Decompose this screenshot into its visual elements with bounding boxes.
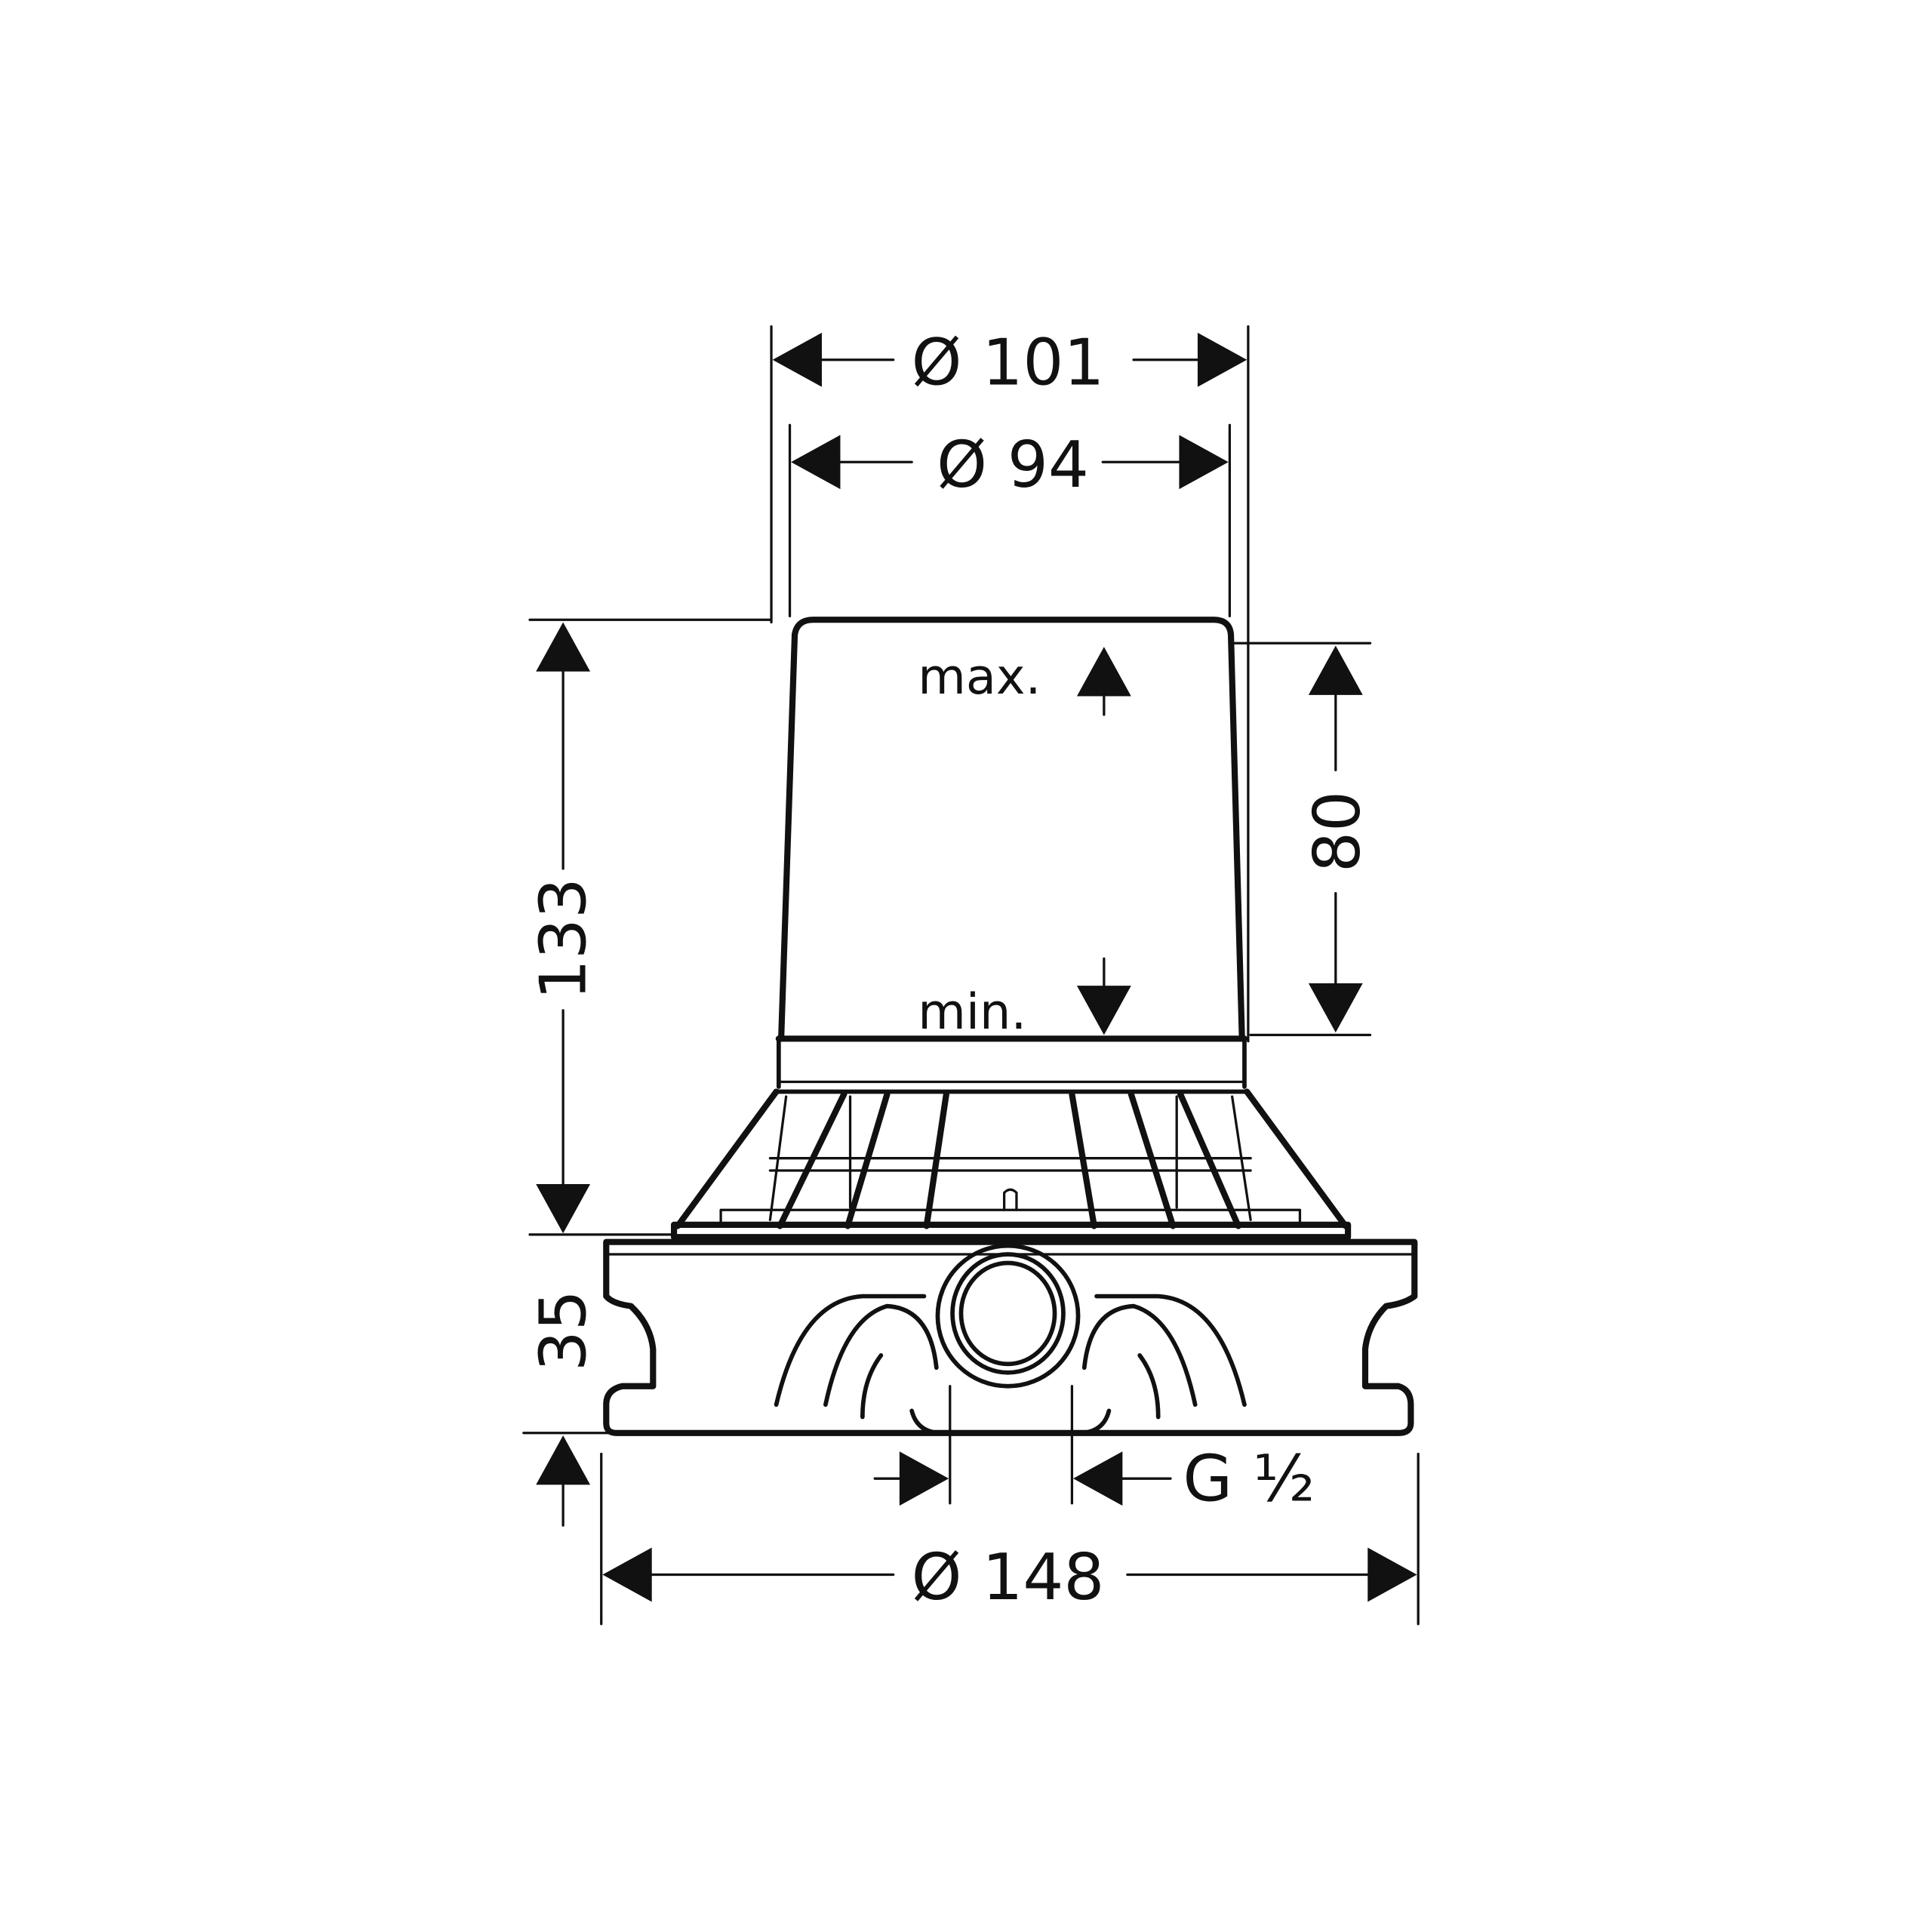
extension-lines <box>522 325 1420 1626</box>
dimension-label: 35 <box>527 1290 601 1371</box>
dimension-label: G ½ <box>1183 1442 1315 1517</box>
dimension-label: Ø 94 <box>937 428 1089 503</box>
dimension-label: 80 <box>1300 791 1375 872</box>
min-marker: min. <box>918 957 1131 1041</box>
dimension-label: Ø 101 <box>912 325 1105 400</box>
dimension-total-height: 133 <box>527 622 601 1234</box>
max-marker: max. <box>918 647 1131 716</box>
dimension-base-diameter: Ø 148 <box>602 1540 1417 1615</box>
dimension-inner-top-diameter: Ø 94 <box>791 428 1229 503</box>
max-label: max. <box>918 648 1041 706</box>
min-label: min. <box>918 983 1026 1041</box>
dimension-base-height: 35 <box>527 1290 601 1527</box>
dimension-thread: G ½ <box>873 1442 1315 1517</box>
dimension-label: 133 <box>527 878 601 1000</box>
valve-body <box>603 617 1418 1436</box>
dimension-adjust-range: 80 <box>1300 645 1375 1033</box>
dimension-label: Ø 148 <box>912 1540 1105 1615</box>
dimension-outer-top-diameter: Ø 101 <box>772 325 1247 400</box>
